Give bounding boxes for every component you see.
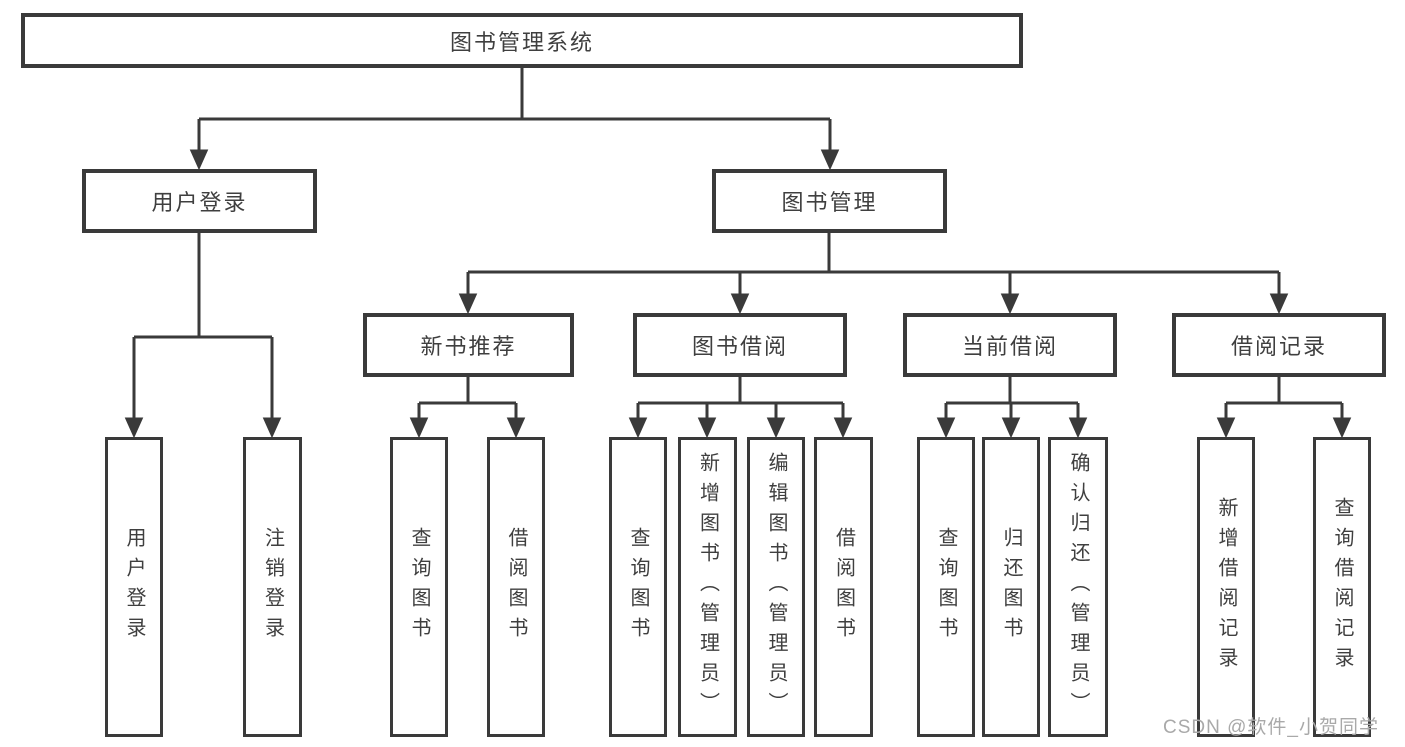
node-label: 查询图书 bbox=[408, 527, 430, 647]
leaf-add-borrow-record: 新增借阅记录 bbox=[1197, 437, 1255, 737]
node-label: 查询图书 bbox=[935, 527, 957, 647]
node-label: 查询图书 bbox=[627, 527, 649, 647]
connector-book-management bbox=[458, 231, 1289, 315]
connector-new-book-recommend bbox=[409, 375, 526, 439]
leaf-query-books-current: 查询图书 bbox=[917, 437, 975, 737]
node-label: 图书借阅 bbox=[691, 334, 788, 359]
node-label: 图书管理系统 bbox=[449, 29, 594, 55]
connector-current-borrow bbox=[936, 375, 1088, 439]
node-label: 新书推荐 bbox=[420, 334, 517, 359]
leaf-query-books-borrow: 查询图书 bbox=[609, 437, 667, 737]
node-label: 新增图书（管理员） bbox=[696, 452, 719, 722]
node-label: 编辑图书（管理员） bbox=[765, 452, 787, 722]
node-label: 借阅图书 bbox=[505, 527, 527, 647]
node-borrow-records: 借阅记录 bbox=[1172, 313, 1386, 377]
node-current-borrow: 当前借阅 bbox=[903, 313, 1117, 377]
connector-book-borrow bbox=[628, 375, 853, 439]
node-label: 用户登录 bbox=[151, 190, 248, 215]
leaf-query-borrow-record: 查询借阅记录 bbox=[1313, 437, 1371, 737]
leaf-borrow-books-recommend: 借阅图书 bbox=[487, 437, 545, 737]
connector-root bbox=[189, 66, 840, 171]
node-label: 查询借阅记录 bbox=[1331, 497, 1353, 677]
node-label: 用户登录 bbox=[123, 527, 145, 647]
node-label: 图书管理 bbox=[781, 190, 878, 215]
leaf-query-books-recommend: 查询图书 bbox=[390, 437, 448, 737]
node-book-management: 图书管理 bbox=[712, 169, 947, 233]
node-label: 新增借阅记录 bbox=[1215, 497, 1237, 677]
node-root-library-system: 图书管理系统 bbox=[21, 13, 1023, 68]
node-label: 注销登录 bbox=[261, 527, 284, 647]
node-book-borrow: 图书借阅 bbox=[633, 313, 847, 377]
leaf-borrow-books: 借阅图书 bbox=[814, 437, 873, 737]
node-label: 确认归还（管理员） bbox=[1067, 452, 1089, 722]
leaf-return-books: 归还图书 bbox=[982, 437, 1040, 737]
node-label: 归还图书 bbox=[1000, 527, 1022, 647]
leaf-add-books-admin: 新增图书（管理员） bbox=[678, 437, 737, 737]
leaf-logout: 注销登录 bbox=[243, 437, 302, 737]
node-label: 借阅图书 bbox=[832, 527, 855, 647]
leaf-edit-books-admin: 编辑图书（管理员） bbox=[747, 437, 805, 737]
node-user-login: 用户登录 bbox=[82, 169, 317, 233]
node-new-book-recommend: 新书推荐 bbox=[363, 313, 574, 377]
leaf-confirm-return-admin: 确认归还（管理员） bbox=[1048, 437, 1108, 737]
node-label: 当前借阅 bbox=[961, 334, 1058, 359]
connector-borrow-records bbox=[1216, 375, 1352, 439]
leaf-user-login: 用户登录 bbox=[105, 437, 163, 737]
connector-user-login bbox=[124, 231, 282, 439]
csdn-watermark: CSDN @软件_小贺同学 bbox=[1163, 717, 1379, 738]
node-label: 借阅记录 bbox=[1230, 334, 1327, 359]
